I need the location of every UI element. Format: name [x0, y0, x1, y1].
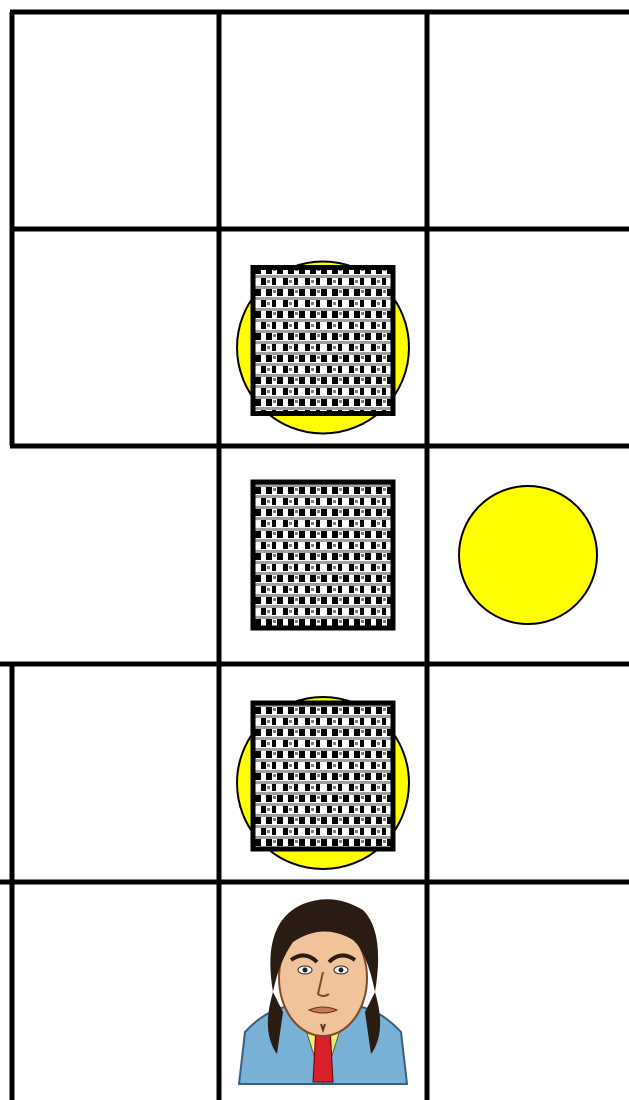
cell-content-box: [253, 482, 393, 628]
crate-box-icon: [253, 268, 393, 414]
board-cell-r1-c2[interactable]: [427, 229, 629, 446]
cell-content-box-on-goal: [237, 262, 409, 434]
board-cell-r0-c2[interactable]: [427, 12, 629, 229]
cell-content-goal: [459, 486, 597, 624]
board-cell-r3-c2[interactable]: [427, 664, 629, 882]
board-cell-r3-c0[interactable]: [10, 664, 219, 882]
goal-target-icon: [459, 486, 597, 624]
crate-box-icon: [253, 482, 393, 628]
crate-box-icon: [253, 703, 393, 849]
board-cell-r0-c1[interactable]: [219, 12, 427, 229]
board-cell-r2-c0[interactable]: [10, 446, 219, 664]
board-cell-r4-c0[interactable]: [10, 882, 219, 1100]
board-cell-r0-c0[interactable]: [10, 12, 219, 229]
board-cell-r4-c2[interactable]: [427, 882, 629, 1100]
cell-content-box-on-goal: [237, 697, 409, 869]
board-cell-r1-c0[interactable]: [10, 229, 219, 446]
